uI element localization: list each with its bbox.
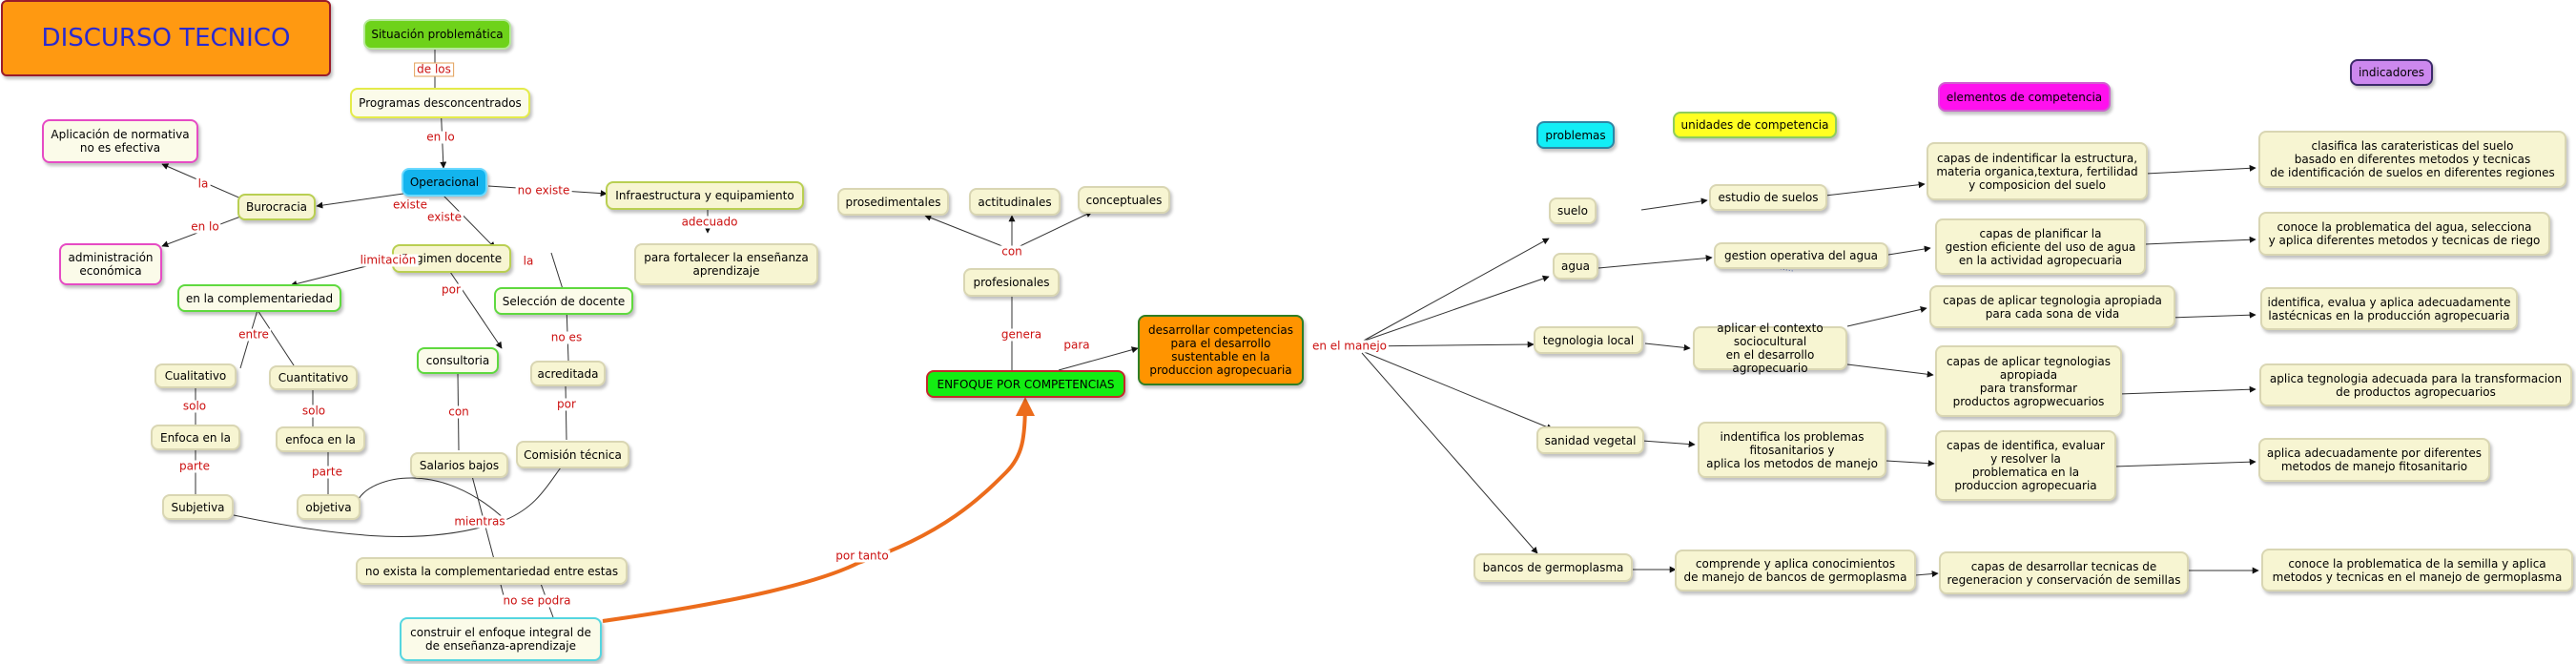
node-salarios[interactable]: Salarios bajos (410, 452, 508, 478)
node-seleccion-docente[interactable]: Selección de docente (494, 287, 633, 315)
link-label-limitacion[interactable]: limitación (358, 253, 419, 267)
node-comision[interactable]: Comisión técnica (516, 441, 629, 468)
node-profesionales[interactable]: profesionales (963, 268, 1060, 297)
node-complementariedad[interactable]: en la complementariedad (177, 284, 341, 312)
link-label-por-tanto[interactable]: por tanto (834, 549, 891, 563)
node-enfoca-1[interactable]: Enfoca en la (151, 425, 240, 450)
node-enfoque-competencias[interactable]: ENFOQUE POR COMPETENCIAS (926, 370, 1125, 398)
link-label-para[interactable]: para (1061, 338, 1092, 352)
header-elementos[interactable]: elementos de competencia (1938, 82, 2111, 112)
node-infraestructura[interactable]: Infraestructura y equipamiento (606, 181, 804, 210)
node-regimen-docente[interactable]: Regimen docente (392, 244, 511, 273)
link-label-entre[interactable]: entre (237, 327, 271, 342)
node-acreditada[interactable]: acreditada (530, 361, 606, 386)
link-label-por-1[interactable]: por (440, 282, 463, 297)
node-construir[interactable]: construir el enfoque integral de de ense… (400, 617, 602, 661)
node-ind-agua[interactable]: conoce la problematica del agua, selecci… (2258, 212, 2550, 256)
node-estudio-suelos[interactable]: estudio de suelos (1709, 184, 1827, 211)
link-label-existe-1[interactable]: existe (391, 197, 429, 212)
node-no-exista[interactable]: no exista la complementariedad entre est… (356, 557, 628, 585)
link-label-solo-2[interactable]: solo (299, 404, 328, 418)
link-label-con-2[interactable]: con (999, 244, 1024, 259)
node-ind-transf[interactable]: aplica tegnologia adecuada para la trans… (2259, 363, 2572, 406)
link-label-de-los[interactable]: de los (414, 62, 454, 77)
node-burocracia[interactable]: Burocracia (237, 194, 316, 220)
node-capas-planificar[interactable]: capas de planificar la gestion eficiente… (1935, 218, 2146, 275)
link-label-por-2[interactable]: por (555, 397, 578, 411)
node-fortalecer[interactable]: para fortalecer la enseñanza aprendizaje (634, 243, 818, 285)
node-objetiva[interactable]: objetiva (297, 494, 361, 520)
link-label-con-1[interactable]: con (446, 405, 471, 419)
node-cualitativo[interactable]: Cualitativo (155, 363, 237, 388)
link-label-la-1[interactable]: la (196, 176, 211, 191)
link-label-no-se-podra[interactable]: no se podra (501, 593, 573, 608)
node-bancos[interactable]: bancos de germoplasma (1473, 553, 1633, 582)
node-enfoca-2[interactable]: enfoca en la (276, 426, 365, 452)
node-agua[interactable]: agua (1553, 253, 1598, 280)
node-tegnologia[interactable]: tegnologia local (1534, 326, 1643, 354)
link-label-en-el-manejo[interactable]: en el manejo (1309, 339, 1390, 353)
node-subjetiva[interactable]: Subjetiva (162, 494, 234, 520)
node-capas-tecnologias[interactable]: capas de aplicar tegnologias apropiada p… (1935, 345, 2122, 417)
link-label-solo-1[interactable]: solo (180, 399, 209, 413)
node-ind-semilla[interactable]: conoce la problematica de la semilla y a… (2261, 549, 2573, 591)
node-gestion-agua[interactable]: gestion operativa del agua (1714, 242, 1888, 269)
title-node[interactable]: DISCURSO TECNICO (1, 0, 331, 76)
link-label-no-es[interactable]: no es (548, 330, 585, 344)
node-suelo[interactable]: suelo (1549, 197, 1597, 224)
link-label-no-existe[interactable]: no existe (515, 183, 572, 197)
node-capas-desarrollar[interactable]: capas de desarrollar tecnicas de regener… (1939, 551, 2189, 594)
node-procedimentales[interactable]: prosedimentales (837, 188, 949, 216)
node-capas-identificar[interactable]: capas de indentificar la estructura, mat… (1927, 142, 2148, 200)
link-label-genera[interactable]: genera (999, 327, 1044, 342)
node-consultoria[interactable]: consultoria (417, 347, 499, 374)
node-situacion-problematica[interactable]: Situación problemática (363, 19, 511, 50)
link-label-la-2[interactable]: la (521, 254, 536, 268)
node-capas-tecnologia[interactable]: capas de aplicar tegnologia apropiada pa… (1929, 285, 2175, 328)
node-actitudinales[interactable]: actitudinales (969, 188, 1061, 216)
node-ind-fito[interactable]: aplica adecuadamente por diferentes meto… (2258, 438, 2490, 482)
node-conceptuales[interactable]: conceptuales (1078, 186, 1170, 214)
node-aplicacion-normativa[interactable]: Aplicación de normativa no es efectiva (42, 119, 198, 163)
link-label-parte-2[interactable]: parte (310, 465, 344, 479)
node-ind-suelo[interactable]: clasifica las carateristicas del suelo b… (2258, 131, 2566, 188)
header-problemas[interactable]: problemas (1536, 121, 1615, 149)
node-aplicar-contexto[interactable]: aplicar el contexto sociocultural en el … (1693, 322, 1847, 375)
node-cuantitativo[interactable]: Cuantitativo (269, 365, 358, 390)
node-identifica-problemas[interactable]: indentifica los problemas fitosanitarios… (1698, 422, 1886, 478)
link-label-adecuado[interactable]: adecuado (679, 215, 740, 229)
link-label-en-lo-1[interactable]: en lo (424, 130, 457, 144)
node-ind-tecno[interactable]: identifica, evalua y aplica adecuadament… (2260, 287, 2518, 330)
node-sanidad[interactable]: sanidad vegetal (1536, 426, 1644, 454)
node-administracion[interactable]: administración económica (59, 243, 162, 285)
node-comprende[interactable]: comprende y aplica conocimientos de mane… (1675, 550, 1916, 591)
link-label-en-lo-2[interactable]: en lo (189, 219, 221, 234)
header-unidades[interactable]: unidades de competencia (1673, 112, 1837, 138)
link-label-existe-2[interactable]: existe (425, 210, 464, 224)
node-desarrollar-competencias[interactable]: desarrollar competencias para el desarro… (1138, 315, 1304, 385)
node-operacional[interactable]: Operacional (402, 168, 487, 197)
node-capas-evaluar[interactable]: capas de identifica, evaluar y resolver … (1935, 430, 2116, 501)
link-label-mientras[interactable]: mientras (452, 514, 507, 529)
header-indicadores[interactable]: indicadores (2350, 59, 2433, 86)
node-programas[interactable]: Programas desconcentrados (350, 88, 530, 118)
link-label-parte-1[interactable]: parte (177, 459, 212, 473)
